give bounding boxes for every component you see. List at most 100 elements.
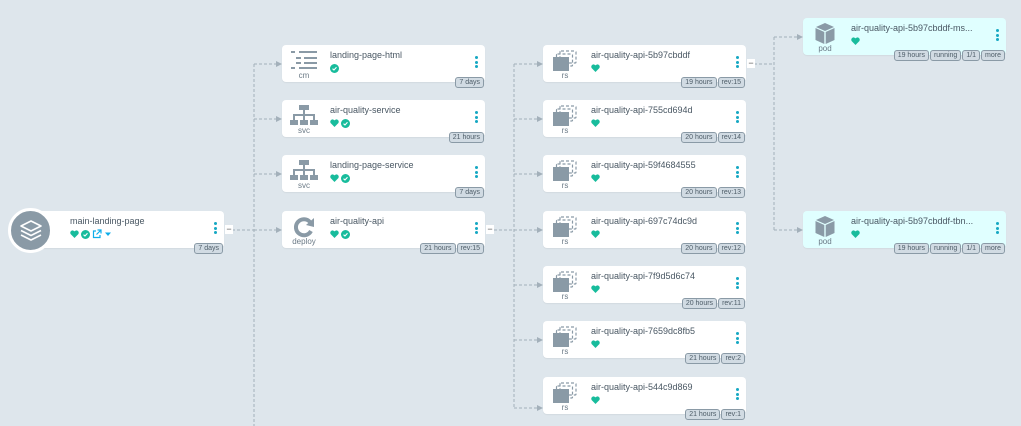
heart-icon — [591, 340, 600, 348]
service-icon — [290, 160, 318, 180]
pod-name: air-quality-api-5b97cbddf-tbn... — [851, 216, 974, 226]
badge: 20 hours — [681, 132, 717, 143]
kind-label: svc — [298, 181, 310, 190]
age-badge: 21 hours — [448, 132, 484, 143]
pod-name: air-quality-api-5b97cbddf-ms... — [851, 23, 973, 33]
replicaset-menu-button[interactable] — [735, 222, 739, 236]
heart-icon — [70, 230, 79, 238]
replicaset-icon — [553, 382, 577, 403]
badge: 21 hours — [685, 409, 721, 420]
resource-node-configmap[interactable]: cm landing-page-html 7 days — [282, 45, 485, 88]
badge: 1/1 — [962, 243, 981, 254]
replicaset-icon — [553, 105, 577, 126]
badge: rev:13 — [717, 187, 745, 198]
age-badge: 7 days — [194, 243, 223, 254]
app-icon-circle — [8, 208, 53, 253]
resource-name: landing-page-html — [330, 50, 403, 60]
replicaset-name: air-quality-api-5b97cbddf — [591, 50, 691, 60]
pod-icon — [815, 23, 835, 44]
collapse-app-button[interactable]: − — [225, 224, 233, 234]
caret-down-icon[interactable] — [104, 230, 112, 238]
replicaset-icon — [553, 326, 577, 347]
resource-name: air-quality-api — [330, 216, 385, 226]
badge: running — [929, 50, 962, 61]
app-menu-button[interactable] — [213, 222, 217, 236]
heart-icon — [851, 37, 860, 45]
badge: 19 hours — [681, 77, 717, 88]
check-circle-icon — [341, 173, 350, 183]
external-link-icon[interactable] — [92, 229, 102, 239]
age-badge: 7 days — [455, 77, 484, 88]
app-node[interactable]: main-landing-page 7 days — [36, 211, 224, 254]
replicaset-icon — [553, 160, 577, 181]
age-badge: 7 days — [455, 187, 484, 198]
resource-menu-button[interactable] — [474, 166, 478, 180]
collapse-deploy-button[interactable]: − — [486, 224, 494, 234]
layers-icon — [19, 219, 42, 241]
kind-label: rs — [561, 181, 569, 190]
replicaset-icon — [553, 216, 577, 237]
badge: rev:2 — [721, 353, 745, 364]
kind-label: cm — [298, 71, 310, 80]
resource-node-service[interactable]: svc landing-page-service 7 days — [282, 155, 485, 198]
badge: more — [981, 50, 1005, 61]
kind-label: pod — [818, 237, 832, 246]
kind-label: rs — [561, 237, 569, 246]
replicaset-menu-button[interactable] — [735, 56, 739, 70]
heart-icon — [330, 119, 339, 127]
app-status — [70, 229, 112, 239]
pod-menu-button[interactable] — [995, 222, 999, 236]
resource-menu-button[interactable] — [474, 56, 478, 70]
badge: rev:14 — [717, 132, 745, 143]
resource-node-deployment[interactable]: deploy air-quality-api 21 hours rev:15 — [282, 211, 485, 254]
replicaset-name: air-quality-api-544c9d869 — [591, 382, 693, 392]
badge: rev:15 — [717, 77, 745, 88]
heart-icon — [591, 396, 600, 404]
badge: running — [929, 243, 962, 254]
heart-icon — [330, 174, 339, 182]
badge: 19 hours — [893, 243, 929, 254]
badge: rev:11 — [718, 298, 745, 309]
pod-node[interactable]: pod air-quality-api-5b97cbddf-tbn... 19 … — [803, 211, 1006, 254]
replicaset-name: air-quality-api-755cd694d — [591, 105, 693, 115]
check-circle-icon — [81, 229, 90, 239]
collapse-replicaset-button[interactable]: − — [747, 58, 755, 68]
kind-label: svc — [298, 126, 310, 135]
pod-node[interactable]: pod air-quality-api-5b97cbddf-ms... 19 h… — [803, 18, 1006, 61]
badge: 20 hours — [681, 187, 717, 198]
replicaset-menu-button[interactable] — [735, 166, 739, 180]
kind-label: rs — [561, 292, 569, 301]
pod-menu-button[interactable] — [995, 29, 999, 43]
resource-menu-button[interactable] — [474, 222, 478, 236]
resource-node-service[interactable]: svc air-quality-service 21 hours — [282, 100, 485, 143]
resource-name: landing-page-service — [330, 160, 414, 170]
heart-icon — [330, 230, 339, 238]
resource-menu-button[interactable] — [474, 111, 478, 125]
deploy-icon — [293, 217, 314, 238]
replicaset-icon — [553, 271, 577, 292]
kind-label: deploy — [292, 237, 316, 246]
replicaset-menu-button[interactable] — [735, 111, 739, 125]
revision-badge: rev:15 — [456, 243, 484, 254]
check-circle-icon — [341, 229, 350, 239]
badge: 20 hours — [681, 298, 718, 309]
heart-icon — [851, 230, 860, 238]
replicaset-icon — [553, 50, 577, 71]
app-name: main-landing-page — [70, 216, 145, 226]
badge: 20 hours — [681, 243, 717, 254]
replicaset-menu-button[interactable] — [735, 332, 739, 346]
replicaset-menu-button[interactable] — [735, 277, 739, 291]
replicaset-name: air-quality-api-697c74dc9d — [591, 216, 698, 226]
badge: 1/1 — [962, 50, 981, 61]
replicaset-name: air-quality-api-59f4684555 — [591, 160, 696, 170]
badge: 19 hours — [893, 50, 929, 61]
heart-icon — [591, 174, 600, 182]
replicaset-menu-button[interactable] — [735, 388, 739, 402]
